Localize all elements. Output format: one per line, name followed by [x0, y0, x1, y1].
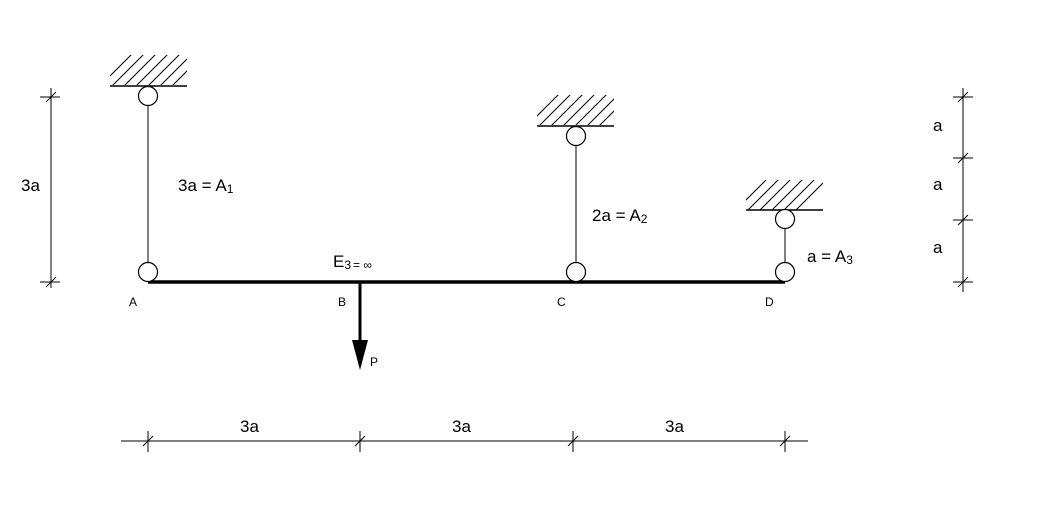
right-dimension-label-2: a [933, 175, 943, 194]
support-d [746, 180, 823, 211]
hinge-d-bottom [774, 261, 796, 283]
hinge-a-top [137, 85, 159, 107]
rod-1-label: 3a = A1 [178, 176, 234, 196]
support-a [110, 55, 187, 87]
rod-3-label: a = A3 [807, 247, 853, 267]
load-label: P [370, 355, 378, 369]
bottom-dimension-line [121, 431, 808, 452]
bottom-dimension-label-2: 3a [452, 417, 471, 436]
right-dimension-line [953, 88, 973, 292]
hinge-a-bottom [137, 261, 159, 283]
point-label-d: D [765, 295, 774, 309]
bar-rigidity-label: E3= ∞ [333, 252, 372, 272]
left-dimension-label: 3a [21, 176, 40, 195]
hinge-c-bottom [565, 261, 587, 283]
hinge-d-top [774, 208, 796, 230]
rod-2-label: 2a = A2 [592, 206, 648, 226]
point-label-b: B [338, 295, 346, 309]
support-c [537, 95, 614, 127]
right-dimension-label-3: a [933, 238, 943, 257]
point-label-c: C [557, 295, 566, 309]
right-dimension-label-1: a [933, 116, 943, 135]
bottom-dimension-label-1: 3a [240, 417, 259, 436]
bottom-dimension-label-3: 3a [665, 417, 684, 436]
hinge-c-top [565, 125, 587, 147]
left-dimension-line [40, 88, 60, 288]
point-label-a: A [129, 295, 137, 309]
load-arrow [352, 282, 368, 370]
